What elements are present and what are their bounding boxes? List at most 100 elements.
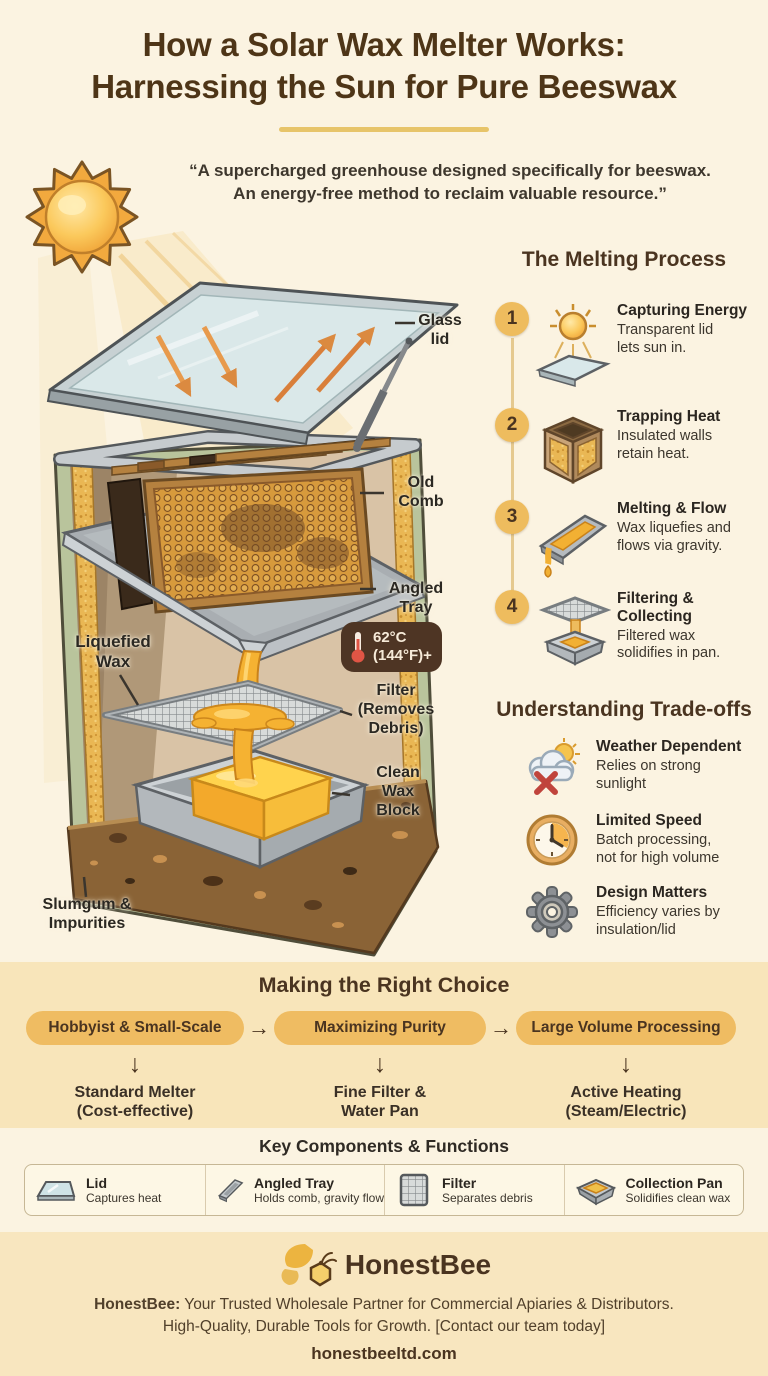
label-slumgum: Slumgum & Impurities [42,896,132,932]
choice-pill-hobbyist: Hobbyist & Small-Scale [26,1011,244,1045]
choice-result-filter: Fine Filter & Water Pan [333,1084,427,1121]
choice-heading: Making the Right Choice [258,973,510,997]
leader-lines [82,321,415,898]
heat-arrow [274,333,336,403]
brand-name: HonestBee [344,1249,492,1280]
component-collection-pan: Collection Pan Solidifies clean wax [563,1165,744,1215]
footer-tagline: HonestBee: Your Trusted Wholesale Partne… [0,1294,768,1338]
solar-melter-diagram [25,160,459,957]
box-rim [53,430,422,482]
tradeoff-speed: Limited Speed Batch processing, not for … [520,812,768,868]
footer: HonestBee HonestBee: Your Trusted Wholes… [0,1232,768,1376]
tradeoff-title: Design Matters [596,884,708,901]
label-angled-tray: Angled Tray [388,580,444,616]
intro-quote: “A supercharged greenhouse designed spec… [189,161,711,203]
right-column: The Melting Process 1 Capturing Energy T… [480,238,768,962]
choice-pill-purity: Maximizing Purity [274,1011,486,1045]
component-desc: Holds comb, gravity flow [253,1190,384,1205]
component-desc: Solidifies clean wax [625,1190,731,1205]
choice-result-standard: Standard Melter (Cost-effective) [74,1084,196,1121]
component-title: Lid [86,1174,107,1191]
label-old-comb: Old Comb [398,474,444,510]
label-liquefied-wax: Liquefied Wax [75,632,151,672]
melting-step-1: 1 Capturing Energy Transparent lid lets … [480,302,768,388]
components-table: Lid Captures heat Angled Tray Holds comb… [24,1164,744,1216]
step-title: Capturing Energy [617,302,748,319]
sun-icon [25,160,139,274]
component-desc: Separates debris [442,1190,533,1205]
flow-arrow-icon: → [490,1015,512,1040]
prop-rod [353,337,413,452]
melting-step-4: 4 Filtering & Collecting Filtered wax so… [480,590,768,670]
title-divider [279,127,489,132]
melting-process-heading: The Melting Process [521,248,727,271]
step-title: Trapping Heat [617,408,721,425]
component-lid: Lid Captures heat [25,1165,205,1215]
flow-arrow-icon: → [248,1015,270,1040]
wax-stream-lower [232,727,258,788]
angled-tray-icon [217,1179,243,1203]
footer-url: honestbeeltd.com [311,1344,457,1363]
melting-step-3: 3 Melting & Flow Wax liquefies and flows… [480,500,768,580]
label-glass-lid: Glass lid [418,312,462,348]
down-arrow-icon: ↓ [128,1049,142,1078]
filter-icon [399,1173,429,1207]
gear-icon [526,886,578,938]
choice-pill-volume: Large Volume Processing [516,1011,736,1045]
components-heading: Key Components & Functions [259,1136,509,1156]
filter-pan-icon [538,596,611,666]
tagline-line2: High-Quality, Durable Tools for Growth. … [162,1318,606,1335]
tagline-brand-prefix: HonestBee: [94,1296,181,1313]
step-title: Filtering & Collecting [617,590,694,625]
melting-step-2: 2 Trapping Heat Insulated walls retain h… [480,408,768,488]
temp-celsius: 62°C [373,629,407,646]
insulated-box-icon [541,416,605,485]
components-section: Key Components & Functions Lid Captures … [0,1128,768,1232]
component-desc: Captures heat [86,1190,162,1205]
comb-frames [106,437,391,614]
tradeoffs-heading: Understanding Trade-offs [496,698,752,721]
sun-over-lid-icon [535,304,611,387]
tradeoff-title: Weather Dependent [596,738,742,755]
label-clean-wax: Clean Wax Block [376,764,420,819]
step-number-badge: 4 [495,590,529,624]
step-number-badge: 1 [495,302,529,336]
step-number-badge: 2 [495,408,529,442]
temp-fahrenheit: (144°F)+ [373,647,432,664]
tradeoff-title: Limited Speed [596,812,702,829]
step-desc: Wax liquefies and flows via gravity. [617,519,731,554]
filter-mesh [102,680,343,751]
clock-icon [526,814,578,866]
temperature-badge: 62°C (144°F)+ [341,622,442,672]
component-title: Collection Pan [625,1174,723,1191]
step-desc: Insulated walls retain heat. [617,427,713,462]
down-arrow-icon: ↓ [373,1049,387,1078]
page-title: How a Solar Wax Melter Works: Harnessing… [91,26,677,105]
tradeoff-design: Design Matters Efficiency varies by insu… [520,884,768,940]
glass-lid-shape [46,281,459,446]
collection-pan-icon [575,1178,616,1206]
sunlight-arrow [201,325,238,388]
tagline-rest: Your Trusted Wholesale Partner for Comme… [180,1296,674,1313]
choice-flow: Hobbyist & Small-Scale → Maximizing Puri… [26,1011,742,1121]
component-angled-tray: Angled Tray Holds comb, gravity flow [204,1165,384,1215]
step-title: Melting & Flow [617,500,727,517]
component-title: Filter [442,1174,477,1191]
heat-arrow [316,326,375,393]
step-connector-line [511,338,514,606]
melting-tray-icon [538,514,608,578]
lid-icon [36,1181,76,1201]
down-arrow-icon: ↓ [619,1049,633,1078]
step-number-badge: 3 [495,500,529,534]
tradeoff-desc: Efficiency varies by insulation/lid [596,903,720,938]
tradeoff-desc: Relies on strong sunlight [596,757,701,792]
sunlight-arrow [155,334,192,397]
choice-section: Making the Right Choice Hobbyist & Small… [0,962,768,1128]
tradeoff-weather: Weather Dependent Relies on strong sunli… [520,738,768,796]
choice-result-heating: Active Heating (Steam/Electric) [565,1084,687,1121]
step-desc: Transparent lid lets sun in. [617,321,714,356]
thermometer-icon [351,632,365,663]
wax-block [187,755,335,841]
tradeoff-desc: Batch processing, not for high volume [596,831,720,866]
step-desc: Filtered wax solidifies in pan. [617,627,721,662]
